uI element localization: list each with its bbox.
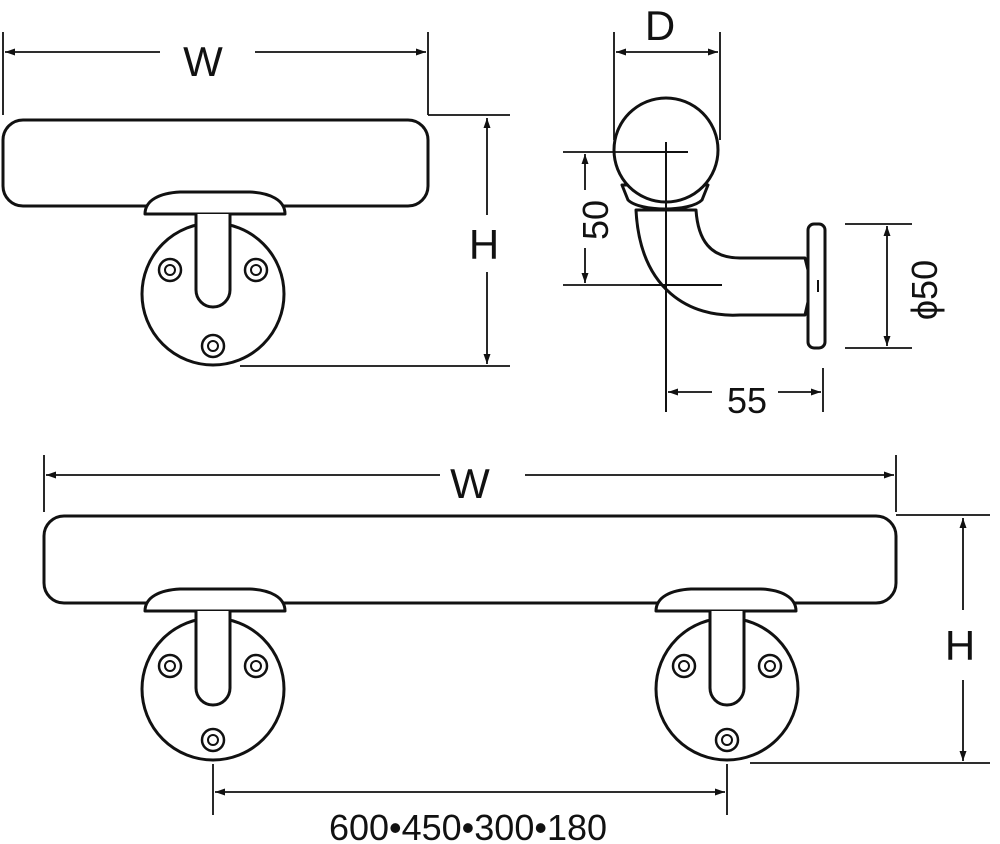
bracket-arm [194,214,232,309]
screw-icon [671,653,697,679]
front-view-single: W H [1,32,510,367]
bracket-arm [194,611,232,707]
front-view-double: W H 600•450•300•180 [42,455,990,844]
dimension-label-height: H [945,622,975,669]
side-view: D 50 ϕ50 55 [563,2,945,421]
dimension-label-50: 50 [575,200,616,240]
saddle [654,587,798,613]
bracket-arm-side [634,208,810,317]
screw-icon [243,257,269,283]
dimension-label-depth: D [645,2,675,49]
screw-icon [157,257,183,283]
dimension-label-bracket-spacing: 600•450•300•180 [329,807,607,844]
dimension-label-height: H [469,221,499,268]
rail-bar [42,514,898,605]
screw-icon [714,727,740,753]
screw-icon [757,653,783,679]
saddle [143,190,287,216]
dimension-label-width: W [183,38,223,85]
screw-icon [243,653,269,679]
dimension-label-55: 55 [727,380,767,421]
bracket-left [140,587,287,762]
screw-icon [200,727,226,753]
dimension-label-diameter: ϕ50 [904,260,945,320]
screw-icon [200,333,226,359]
saddle [143,587,287,613]
screw-icon [157,653,183,679]
dimension-label-width: W [450,460,490,507]
bracket-right [654,587,800,762]
wall-plate-side [806,222,827,350]
bracket-arm [708,611,746,707]
